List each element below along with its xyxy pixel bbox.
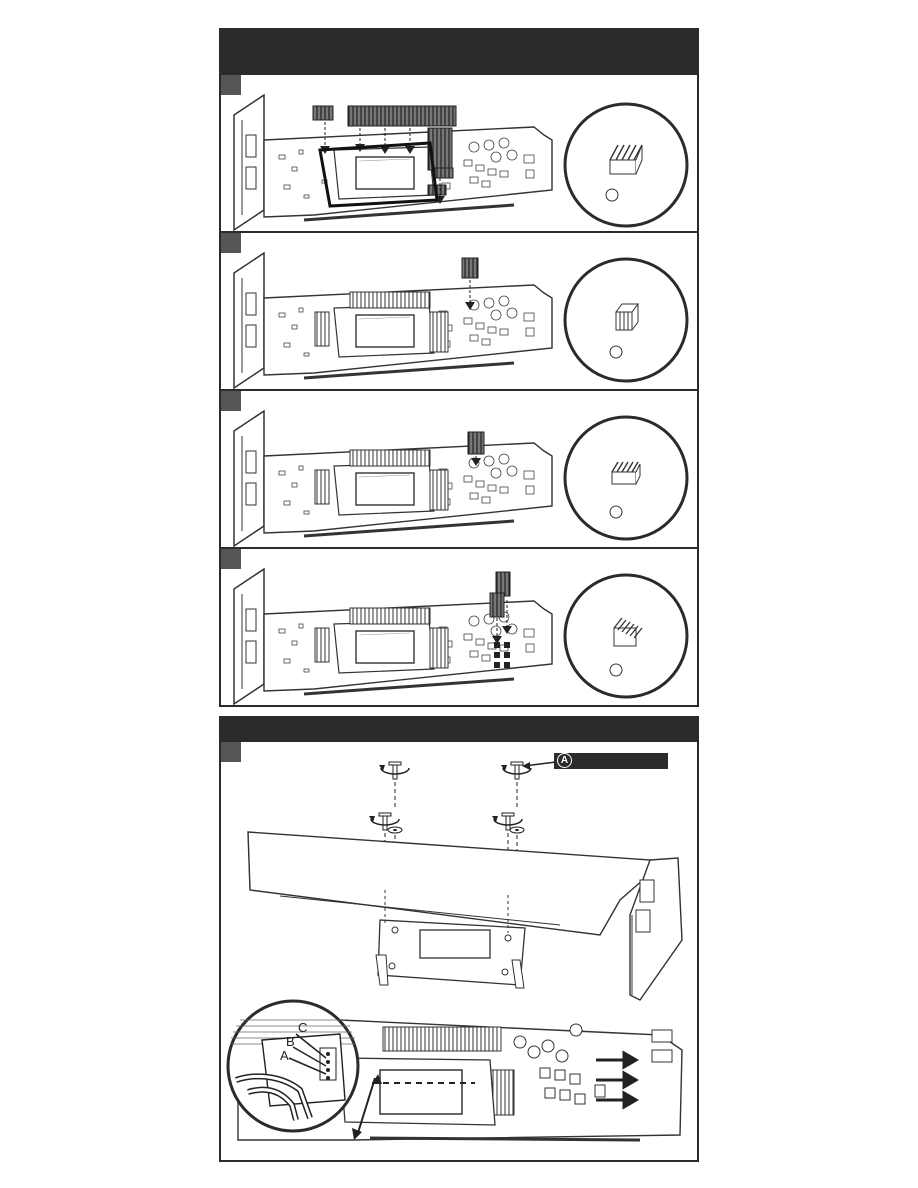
zoom-letter-c: C — [298, 1020, 307, 1035]
zoom-letter-a: A — [280, 1048, 289, 1063]
zoom-letter-b: B — [286, 1034, 295, 1049]
